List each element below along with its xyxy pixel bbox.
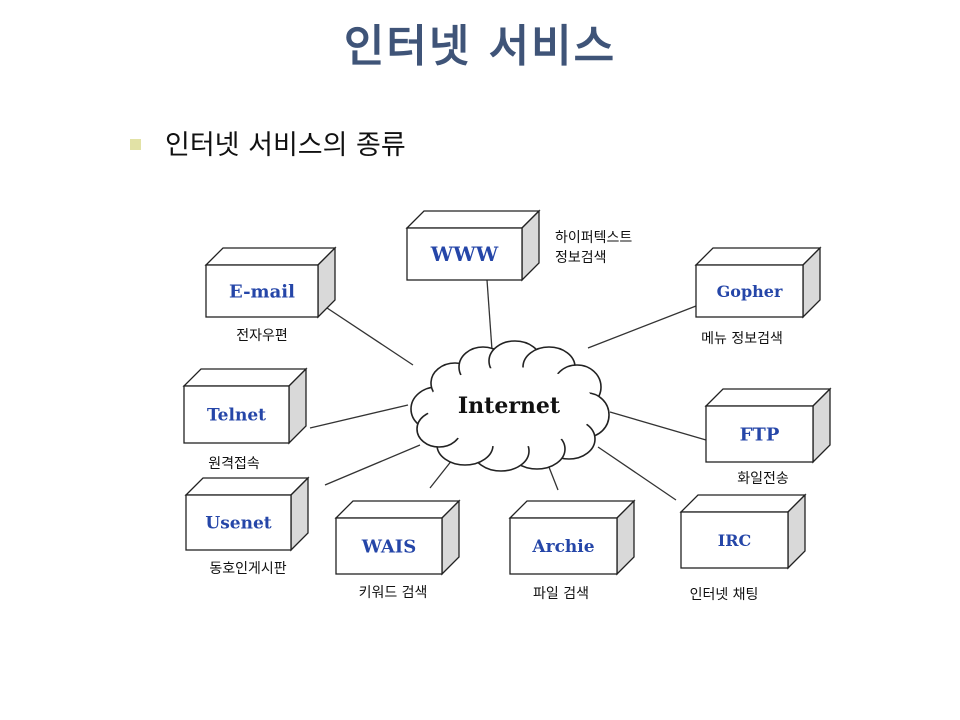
- node-caption-telnet: 원격접속: [208, 456, 260, 472]
- box-front-face: [335, 517, 443, 575]
- bullet-text: 인터넷 서비스의 종류: [165, 129, 406, 161]
- connector-lines: [309, 279, 707, 501]
- cloud-fill: [427, 367, 595, 447]
- box-front-face: [680, 511, 789, 569]
- node-label-wais: WAIS: [361, 536, 416, 557]
- box-front-face: [705, 405, 814, 463]
- node-label-irc: IRC: [718, 531, 752, 550]
- box-top-face: [405, 210, 541, 229]
- box-top-face: [704, 388, 832, 407]
- service-node-ftp: FTP 화일전송: [704, 387, 832, 487]
- node-caption-ftp: 화일전송: [737, 471, 789, 487]
- connector-usenet: [324, 444, 421, 486]
- connector-irc: [597, 446, 677, 501]
- node-label-telnet: Telnet: [207, 406, 266, 426]
- node-caption-usenet: 동호인게시판: [209, 561, 286, 577]
- node-label-www: WWW: [430, 242, 499, 266]
- box-front-face: [185, 494, 292, 551]
- box-top-face: [694, 247, 822, 266]
- node-caption-archie: 파일 검색: [533, 586, 589, 602]
- node-label-gopher: Gopher: [717, 282, 783, 301]
- box-top-face: [679, 494, 807, 513]
- service-node-usenet: Usenet 동호인게시판: [184, 476, 310, 577]
- box-front-face: [406, 227, 523, 281]
- connector-www: [486, 279, 493, 351]
- node-label-usenet: Usenet: [205, 514, 271, 534]
- box-front-face: [509, 517, 618, 575]
- box-front-face: [183, 385, 290, 444]
- service-node-wais: WAIS 키워드 검색: [334, 499, 461, 601]
- service-node-archie: Archie 파일 검색: [508, 499, 636, 602]
- service-node-email: E-mail 전자우편: [204, 246, 337, 344]
- box-top-face: [182, 368, 308, 387]
- bullet-item: 인터넷 서비스의 종류: [130, 122, 406, 162]
- node-label-email: E-mail: [229, 281, 295, 302]
- node-caption-email: 전자우편: [236, 328, 288, 344]
- cloud-label: Internet: [458, 393, 561, 419]
- service-node-gopher: Gopher 메뉴 정보검색: [694, 246, 822, 347]
- node-caption-www: 정보검색: [555, 250, 607, 266]
- service-node-irc: IRC 인터넷 채팅: [679, 493, 807, 603]
- box-top-face: [508, 500, 636, 519]
- node-label-archie: Archie: [531, 537, 594, 557]
- box-top-face: [184, 477, 310, 496]
- box-front-face: [695, 264, 804, 318]
- connector-email: [317, 301, 414, 366]
- box-front-face: [205, 264, 319, 318]
- node-caption-www: 하이퍼텍스트: [555, 230, 632, 246]
- connector-telnet: [309, 404, 409, 429]
- node-caption-gopher: 메뉴 정보검색: [701, 331, 783, 347]
- bullet-square-icon: [130, 138, 141, 150]
- box-top-face: [334, 500, 461, 519]
- connector-gopher: [587, 305, 697, 349]
- connector-ftp: [609, 411, 707, 441]
- node-caption-wais: 키워드 검색: [359, 585, 428, 601]
- node-caption-irc: 인터넷 채팅: [690, 587, 759, 603]
- box-top-face: [204, 247, 337, 266]
- node-label-ftp: FTP: [740, 424, 780, 445]
- internet-cloud: Internet: [410, 340, 610, 472]
- service-node-telnet: Telnet 원격접속: [182, 367, 308, 472]
- slide-title: 인터넷 서비스: [343, 21, 617, 72]
